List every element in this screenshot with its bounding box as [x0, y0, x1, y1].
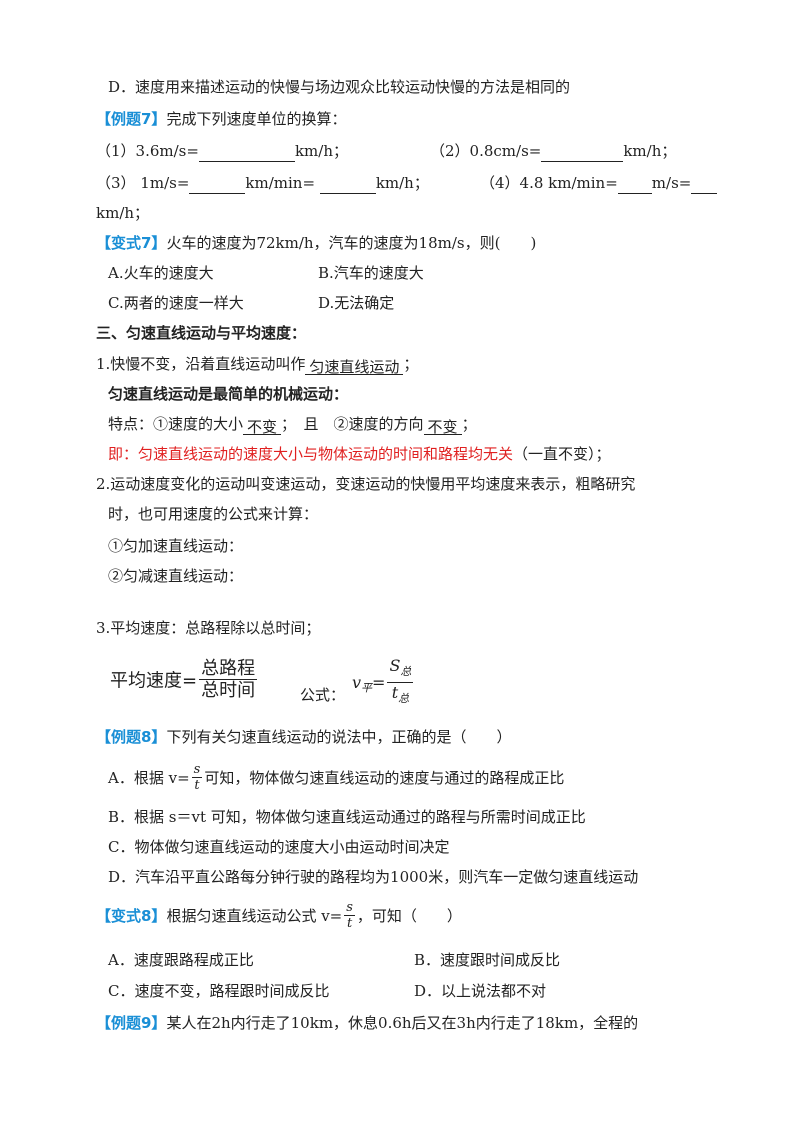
conversion-1-unit: km/h； — [294, 142, 348, 160]
example-8: 【例题8】下列有关匀速直线运动的说法中，正确的是（ ） — [96, 726, 511, 748]
formula-fraction: 总路程总时间 — [199, 658, 258, 701]
point-2-item-a: ①匀加速直线运动： — [108, 537, 244, 555]
formula-lhs: 平均速度= — [110, 670, 198, 692]
answer-blank — [541, 143, 624, 162]
point-2-line1: 2.运动速度变化的运动叫变速运动，变速运动的快慢用平均速度来表示，粗略研究 — [96, 475, 636, 493]
features-end: ； — [461, 415, 477, 433]
point-2-item-b: ②匀减速直线运动： — [108, 567, 244, 585]
formula-v: v — [352, 673, 362, 693]
conversion-1-label: （1）3.6m/s= — [96, 142, 199, 160]
conversion-3-unit: km/min= — [245, 174, 316, 192]
example-8-tag: 【例题8】 — [96, 728, 167, 746]
answer-blank-filled: 不变 — [243, 416, 282, 436]
formula-s: S总 — [387, 656, 414, 684]
option-a-numerator: s — [191, 762, 203, 778]
formula-label: 公式： — [300, 686, 346, 704]
example-7-tag: 【例题7】 — [96, 110, 167, 128]
formula-numerator: 总路程 — [199, 658, 258, 680]
example-9-text: 某人在2h内行走了10km，休息0.6h后又在3h内行走了18km，全程的 — [166, 1014, 639, 1032]
variant-7-tag: 【变式7】 — [96, 234, 167, 252]
formula-v-sub: 平 — [361, 681, 373, 695]
example-8-option-c: C．物体做匀速直线运动的速度大小由运动时间决定 — [108, 838, 450, 856]
point-1-end: ； — [403, 355, 419, 373]
that-is: 即：匀速直线运动的速度大小与物体运动的时间和路程均无关（一直不变）； — [108, 443, 611, 465]
conversion-4-label: （4）4.8 km/min= — [480, 174, 618, 192]
point-2-line2: 时，也可用速度的公式来计算： — [108, 505, 319, 523]
conversion-1: （1）3.6m/s= km/h； — [96, 140, 348, 162]
conversion-3-unit2: km/h； — [375, 174, 429, 192]
variant-7: 【变式7】火车的速度为72km/h，汽车的速度为18m/s，则( ) — [96, 232, 536, 254]
variant-7-option-a: A.火车的速度大 — [108, 264, 214, 282]
conversion-2-unit: km/h； — [623, 142, 677, 160]
conversion-4-cont: km/h； — [96, 204, 150, 222]
conversion-4-unit: m/s= — [651, 174, 692, 192]
answer-blank-filled: 不变 — [423, 416, 462, 436]
point-1-bold: 匀速直线运动是最简单的机械运动： — [108, 385, 349, 403]
features-text: 特点：①速度的大小 — [108, 415, 244, 433]
answer-blank — [189, 175, 246, 194]
answer-blank — [319, 175, 376, 194]
answer-blank — [198, 143, 295, 162]
example-8-option-d: D．汽车沿平直公路每分钟行驶的路程均为1000米，则汽车一定做匀速直线运动 — [108, 868, 639, 886]
answer-blank — [691, 175, 718, 194]
formula-denominator: 总时间 — [201, 680, 256, 701]
example-8-option-b: B．根据 s＝vt 可知，物体做匀速直线运动通过的路程与所需时间成正比 — [108, 808, 586, 826]
variant-8-numerator: s — [344, 900, 355, 916]
variant-8-option-a: A．速度跟路程成正比 — [108, 951, 254, 969]
example-7-text: 完成下列速度单位的换算： — [166, 110, 347, 128]
formula-words: 平均速度=总路程总时间 — [110, 658, 259, 701]
variant-7-option-d: D.无法确定 — [318, 294, 395, 312]
answer-blank — [617, 175, 652, 194]
that-is-end: （一直不变）； — [513, 445, 611, 463]
variant-8-text: 根据匀速直线运动公式 v= — [166, 907, 343, 925]
conversion-2-label: （2）0.8cm/s= — [430, 142, 542, 160]
conversion-2: （2）0.8cm/s= km/h； — [430, 140, 676, 162]
example-7: 【例题7】完成下列速度单位的换算： — [96, 108, 346, 130]
point-3: 3.平均速度：总路程除以总时间； — [96, 619, 321, 637]
that-is-red-text: 匀速直线运动的速度大小与物体运动的时间和路程均无关 — [138, 445, 514, 463]
features: 特点：①速度的大小不变； 且 ②速度的方向不变； — [108, 413, 477, 436]
point-1: 1.快慢不变，沿着直线运动叫作匀速直线运动； — [96, 353, 419, 376]
section-3-title: 三、匀速直线运动与平均速度： — [96, 324, 307, 342]
conversion-3-label: （3） 1m/s= — [96, 174, 190, 192]
example-9-tag: 【例题9】 — [96, 1014, 167, 1032]
conversion-4: （4）4.8 km/min= m/s= — [480, 172, 718, 194]
variant-8-text2: ，可知（ ） — [356, 907, 462, 925]
example-8-text: 下列有关匀速直线运动的说法中，正确的是（ ） — [166, 728, 512, 746]
variant-8-denominator: t — [346, 916, 353, 931]
formula-eq: = — [372, 673, 386, 693]
variant-8-option-c: C．速度不变，路程跟时间成反比 — [108, 982, 330, 1000]
example-9: 【例题9】某人在2h内行走了10km，休息0.6h后又在3h内行走了18km，全… — [96, 1012, 638, 1034]
features-text2: ； 且 ②速度的方向 — [281, 415, 424, 433]
variant-8-tag: 【变式8】 — [96, 907, 167, 925]
variant-8-option-b: B．速度跟时间成反比 — [414, 951, 561, 969]
variant-8-option-d: D．以上说法都不对 — [414, 982, 547, 1000]
that-is-label: 即： — [108, 445, 139, 463]
variant-7-option-c: C.两者的速度一样大 — [108, 294, 244, 312]
option-d: D．速度用来描述运动的快慢与场边观众比较运动快慢的方法是相同的 — [108, 78, 571, 96]
option-a-text: A．根据 v= — [108, 769, 190, 787]
option-a-text2: 可知，物体做匀速直线运动的速度与通过的路程成正比 — [204, 769, 565, 787]
point-1-text: 1.快慢不变，沿着直线运动叫作 — [96, 355, 306, 373]
variant-7-text: 火车的速度为72km/h，汽车的速度为18m/s，则( ) — [166, 234, 537, 252]
conversion-3: （3） 1m/s= km/min= km/h； — [96, 172, 429, 194]
option-a-denominator: t — [194, 778, 200, 793]
answer-blank-filled: 匀速直线运动 — [305, 356, 404, 376]
variant-7-option-b: B.汽车的速度大 — [318, 264, 424, 282]
formula-t: t总 — [391, 683, 410, 706]
